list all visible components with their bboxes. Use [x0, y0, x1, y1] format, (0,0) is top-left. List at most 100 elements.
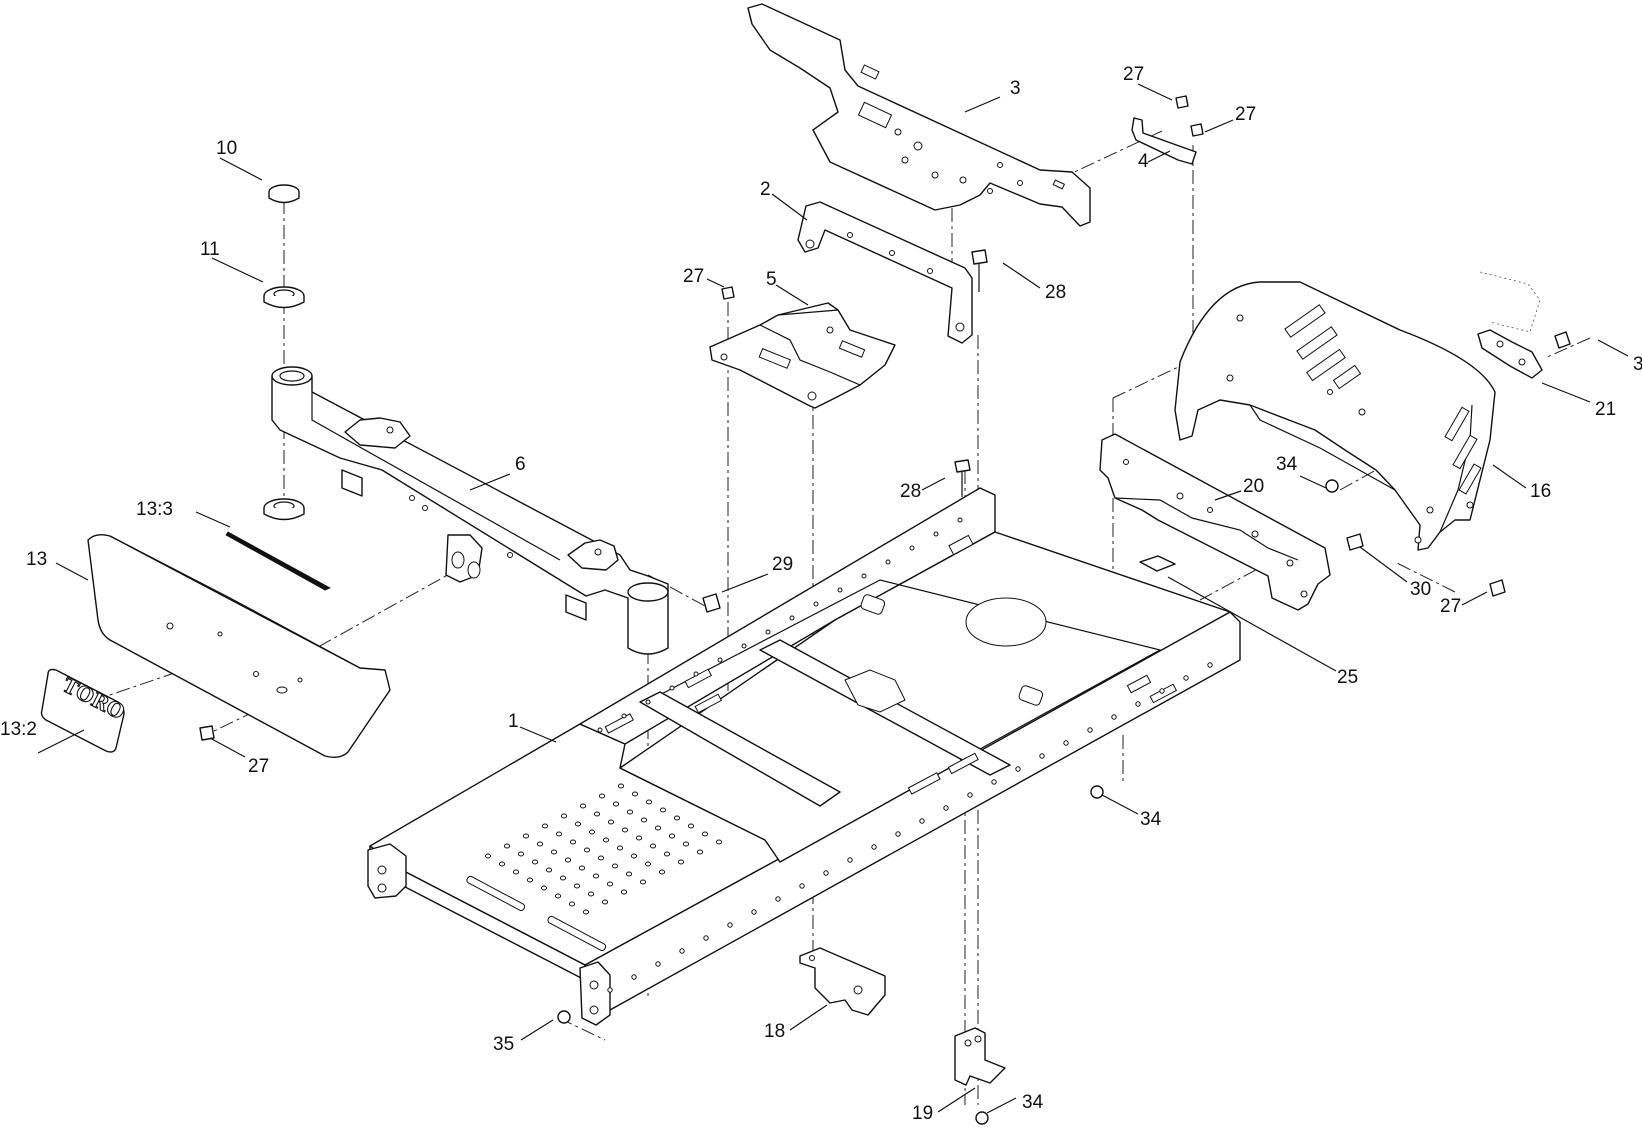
callout-number: 21 [1595, 399, 1616, 420]
callout-leader [1101, 794, 1139, 815]
callout-leader [1359, 546, 1408, 583]
rail-hole [1087, 727, 1093, 733]
platform-hole [630, 853, 638, 859]
callout-leader [1002, 262, 1041, 289]
rail-hole [645, 699, 651, 705]
part-1-platform-holes [484, 783, 723, 915]
platform-hole [640, 817, 648, 823]
rail-hole [775, 896, 781, 902]
part-1-rail-holes [597, 517, 1213, 993]
platform-hole [531, 859, 539, 865]
callout-leader [1299, 475, 1327, 489]
rail-hole [679, 948, 685, 954]
platform-hole [682, 841, 690, 847]
callout-number: 5 [766, 269, 777, 290]
callout-number: 1 [508, 711, 519, 732]
platform-hole [522, 833, 530, 839]
part-27-bolt-rear [1489, 579, 1506, 597]
platform-hole [659, 807, 667, 813]
rail-hole [1063, 740, 1069, 746]
platform-hole [715, 839, 723, 845]
callout-number: 10 [216, 138, 237, 159]
part-29-bolt [702, 593, 721, 613]
rail-hole [741, 643, 747, 649]
platform-hole [583, 847, 591, 853]
platform-hole [554, 893, 562, 899]
platform-hole [582, 909, 590, 915]
platform-hole [631, 791, 639, 797]
callout-number: 29 [772, 554, 793, 575]
platform-hole [593, 811, 601, 817]
rail-hole [1135, 701, 1141, 707]
callout-labels: 1011327274227528302162834201613:31329302… [0, 64, 1642, 1124]
callout-leader [37, 729, 85, 754]
callout-leader [1597, 339, 1629, 357]
callout-number: 19 [912, 1103, 933, 1124]
rail-hole [631, 974, 637, 980]
callout-leader [921, 477, 946, 491]
rail-hole [1207, 662, 1213, 668]
part-1-main-frame [367, 487, 1241, 1026]
rail-hole [727, 922, 733, 928]
platform-hole [644, 861, 652, 867]
rail-hole [1015, 766, 1021, 772]
part-27-bolt-front [199, 725, 215, 741]
part-11-bearing-lower [263, 498, 305, 521]
platform-hole [620, 889, 628, 895]
platform-hole [612, 801, 620, 807]
part-3-console-plate [747, 3, 1091, 227]
part-4-bracket [1131, 95, 1204, 165]
platform-hole [621, 827, 629, 833]
platform-hole [569, 839, 577, 845]
rail-hole [909, 545, 915, 551]
callout-number: 30 [1633, 354, 1642, 375]
callout-number: 34 [1022, 1092, 1044, 1113]
platform-hole [687, 823, 695, 829]
callout-leader [964, 96, 1001, 113]
platform-hole [536, 841, 544, 847]
part-28-bolts [954, 249, 988, 497]
callout-number: 27 [1235, 104, 1256, 125]
rail-hole [871, 844, 877, 850]
rail-hole [765, 629, 771, 635]
rail-hole [751, 909, 757, 915]
platform-hole [498, 861, 506, 867]
rail-hole [717, 657, 723, 663]
callout-leader [771, 193, 808, 221]
platform-hole [626, 809, 634, 815]
rail-hole [597, 727, 603, 733]
callout-number: 20 [1243, 476, 1264, 497]
platform-hole [606, 881, 614, 887]
part-20-rear-plate [1099, 433, 1331, 611]
platform-hole [617, 783, 625, 789]
rail-hole [919, 818, 925, 824]
platform-hole [663, 851, 671, 857]
platform-hole [588, 829, 596, 835]
part-25-decal [1139, 555, 1176, 572]
part-10-cap [268, 184, 300, 204]
callout-number: 3 [1010, 78, 1021, 99]
callout-leader [775, 284, 809, 306]
platform-hole [616, 845, 624, 851]
platform-hole [592, 873, 600, 879]
platform-hole [587, 891, 595, 897]
platform-hole [564, 857, 572, 863]
platform-hole [574, 821, 582, 827]
rail-hole [861, 573, 867, 579]
callout-leader [519, 726, 557, 743]
platform-hole [607, 819, 615, 825]
platform-hole [578, 865, 586, 871]
rail-hole [813, 601, 819, 607]
rail-hole [621, 713, 627, 719]
callout-number: 6 [515, 454, 526, 475]
platform-hole [597, 855, 605, 861]
callout-leader [986, 1097, 1017, 1114]
rail-hole [789, 615, 795, 621]
rail-hole [799, 883, 805, 889]
platform-hole [559, 875, 567, 881]
callout-leader [1137, 83, 1173, 101]
part-34-nuts [975, 479, 1339, 1125]
platform-hole [550, 849, 558, 855]
part-13-2-logo-plate: TORO [40, 668, 129, 753]
